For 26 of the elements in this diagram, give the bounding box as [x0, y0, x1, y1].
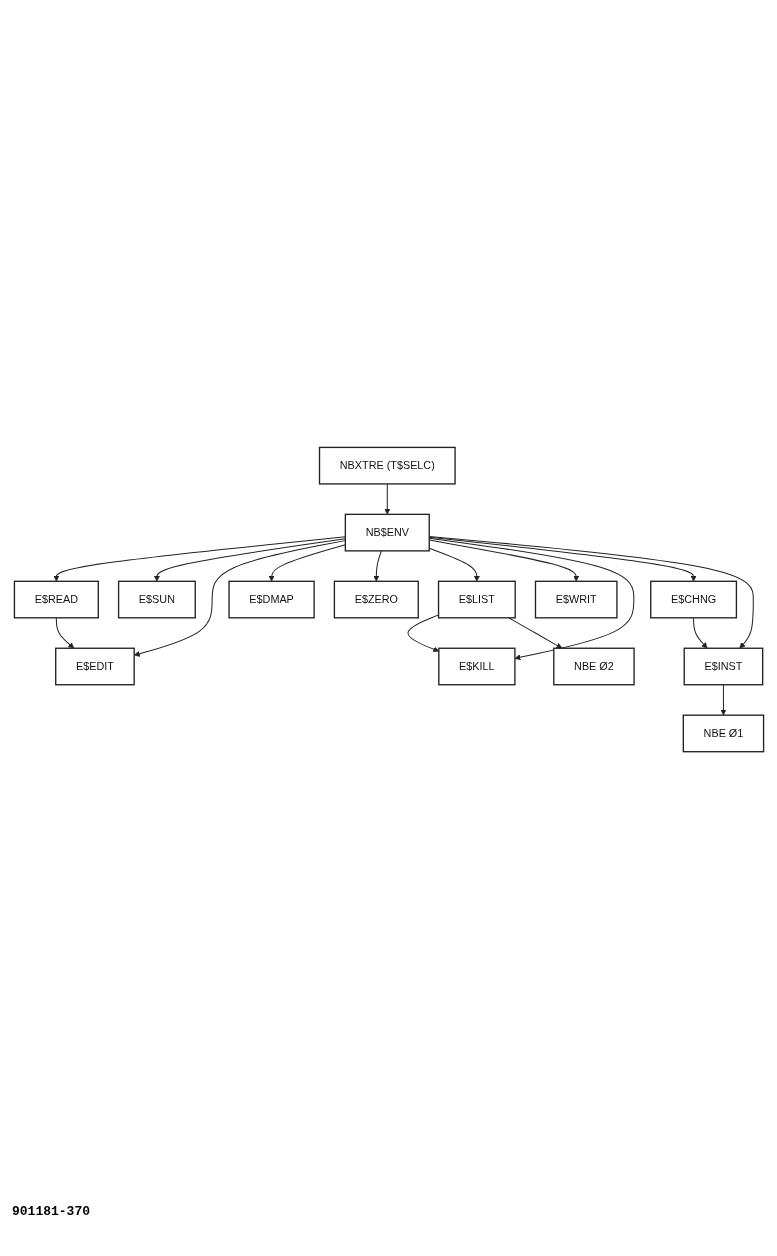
- node-box: NB$ENV: [344, 514, 430, 552]
- node-box: E$DMAP: [227, 581, 315, 619]
- arrow: [692, 617, 707, 649]
- node-box: NBXTRE (T$SELC): [318, 447, 456, 486]
- node-box: NBE Ø1: [682, 714, 764, 753]
- node-box: E$INST: [683, 648, 763, 686]
- arrow: [428, 538, 634, 661]
- node-box: E$WRIT: [534, 581, 618, 619]
- arrow: [428, 536, 754, 649]
- arrow: [407, 614, 439, 653]
- arrow: [428, 539, 579, 582]
- node-box: E$CHNG: [649, 581, 737, 619]
- arrow: [428, 548, 480, 582]
- arrow: [372, 550, 382, 582]
- arrow: [55, 617, 74, 649]
- node-box: E$LIST: [437, 581, 516, 619]
- node-box: NBE Ø2: [552, 648, 635, 686]
- node-box: E$ZERO: [333, 581, 419, 619]
- arrow: [428, 537, 697, 582]
- drawing-number: 901181-370: [12, 1204, 91, 1219]
- node-box: E$SUN: [117, 581, 196, 619]
- node-box: E$KILL: [437, 648, 516, 686]
- node-box: E$EDIT: [54, 648, 135, 686]
- arrow: [383, 483, 390, 516]
- arrow: [719, 684, 726, 716]
- node-box: E$READ: [13, 581, 99, 619]
